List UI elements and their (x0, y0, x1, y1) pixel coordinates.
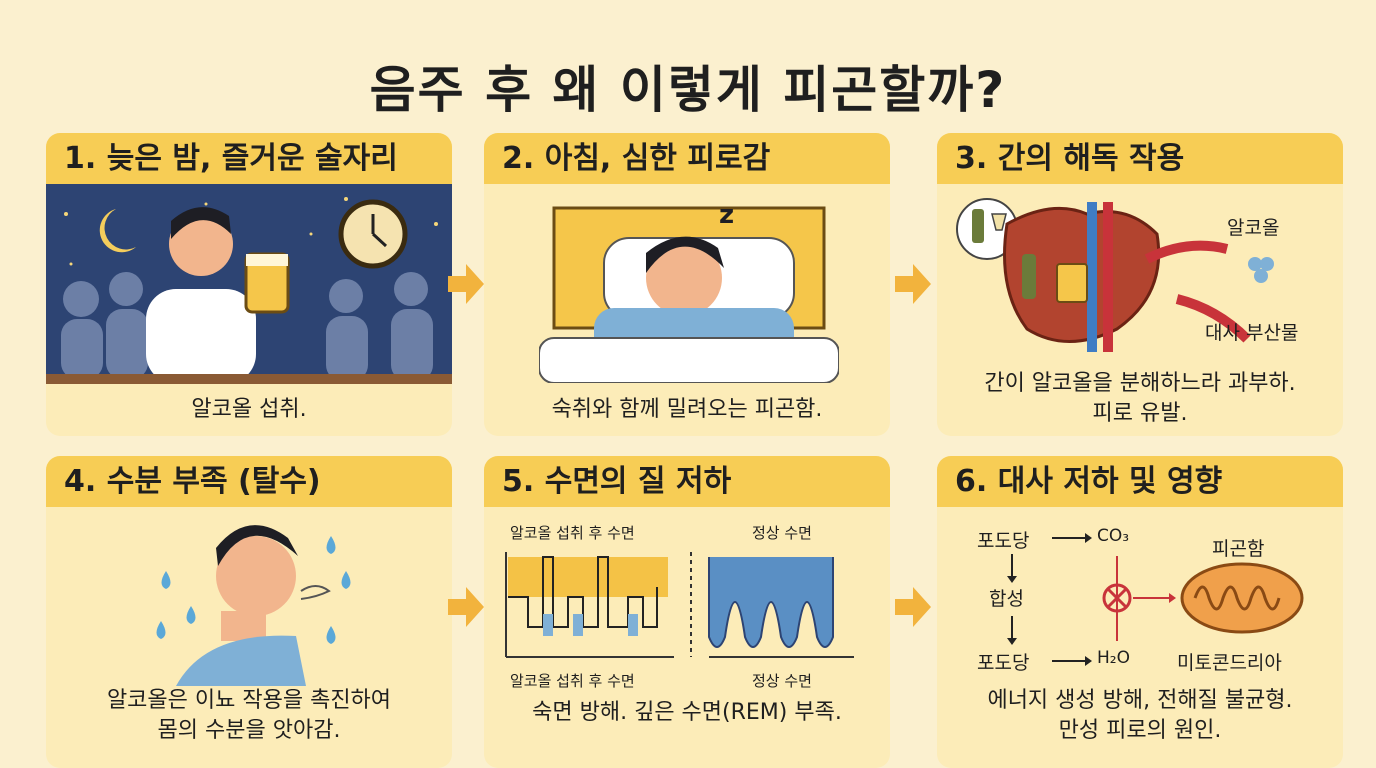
glucose-bottom-label: 포도당 (977, 652, 1030, 674)
beer-mug-icon (1056, 263, 1088, 303)
zzz-icon: z (719, 200, 734, 230)
arrow-right-icon (895, 264, 931, 304)
panel-5-sleep-quality: 5. 수면의 질 저하 알코올 섭취 후 수면 정상 수면 알코올 섭취 후 수… (484, 456, 890, 768)
dehydrated-man-illustration (156, 525, 351, 686)
h2o-label: H₂O (1097, 648, 1130, 668)
panel-6-heading: 6. 대사 저하 및 영향 (937, 456, 1343, 507)
water-drop-icon (341, 571, 351, 589)
sleep-pattern-illustration (505, 552, 854, 658)
metabolism-diagram (1007, 533, 1304, 666)
bottle-icon (972, 209, 984, 243)
mitochondria-label: 미토콘드리아 (1177, 652, 1282, 674)
panel-5-heading: 5. 수면의 질 저하 (484, 456, 890, 507)
alcohol-sleep-label-bottom: 알코올 섭취 후 수면 (510, 672, 635, 690)
alcohol-sleep-label-top: 알코올 섭취 후 수면 (510, 524, 635, 542)
byproduct-label: 대사 부산물 (1205, 322, 1299, 344)
water-drop-icon (326, 536, 336, 554)
panel-4-caption-line-1: 알코올은 이뇨 작용을 촉진하여 (106, 688, 392, 713)
panel-1-drinking-night: 1. 늦은 밤, 즐거운 술자리 알코올 섭취. (46, 133, 452, 436)
normal-sleep-label-top: 정상 수면 (752, 524, 812, 542)
panel-6-caption-line-2: 만성 피로의 원인. (1058, 718, 1222, 743)
arrow-right-icon (448, 587, 484, 627)
panel-2-heading: 2. 아침, 심한 피로감 (484, 133, 890, 184)
panel-3-heading: 3. 간의 해독 작용 (937, 133, 1343, 184)
panel-4-caption-line-2: 몸의 수분을 앗아감. (157, 718, 341, 743)
panel-3-caption-line-2: 피로 유발. (1092, 401, 1188, 426)
normal-sleep-wave (708, 557, 834, 648)
panel-6-caption-line-1: 에너지 생성 방해, 전해질 불균형. (987, 688, 1293, 713)
water-drop-icon (326, 626, 336, 644)
glucose-top-label: 포도당 (977, 530, 1030, 552)
water-drop-icon (161, 571, 171, 589)
panel-4-heading: 4. 수분 부족 (탈수) (46, 456, 452, 507)
alcohol-label: 알코올 (1227, 217, 1280, 239)
clock-icon (338, 199, 408, 269)
panel-3-caption-line-1: 간이 알코올을 분해하느라 과부하. (984, 371, 1296, 396)
co2-label: CO₃ (1097, 526, 1130, 546)
liver-illustration (956, 198, 1274, 352)
panel-1-caption: 알코올 섭취. (191, 397, 307, 422)
tired-man-in-bed-illustration: z (539, 200, 839, 383)
panel-6-metabolism: 6. 대사 저하 및 영향 포도당 CO₃ 합성 포도당 H₂O 피곤함 미토콘… (937, 456, 1343, 768)
normal-sleep-label-bottom: 정상 수면 (752, 672, 812, 690)
arrow-right-icon (448, 264, 484, 304)
water-drop-icon (186, 606, 196, 624)
panel-2-morning-fatigue: 2. 아침, 심한 피로감 z 숙취와 함께 밀려오는 피곤함. (484, 133, 890, 436)
panel-1-heading: 1. 늦은 밤, 즐거운 술자리 (46, 133, 452, 184)
panel-5-caption: 숙면 방해. 깊은 수면(REM) 부족. (532, 700, 842, 725)
mitochondria-icon (1180, 562, 1304, 634)
panel-3-liver-detox: 3. 간의 해독 작용 알코올 대사 부산물 간이 알코올을 분해하느라 과부하… (937, 133, 1343, 436)
night-party-illustration (46, 184, 452, 384)
page-title: 음주 후 왜 이렇게 피곤할까? (369, 61, 1007, 119)
moon-icon (99, 209, 136, 253)
water-drop-icon (156, 621, 166, 639)
panel-2-caption: 숙취와 함께 밀려오는 피곤함. (551, 397, 823, 422)
fatigue-label: 피곤함 (1212, 538, 1265, 560)
panel-4-dehydration: 4. 수분 부족 (탈수) 알코올은 이뇨 작용을 촉진하여 몸의 수분을 앗아… (46, 456, 452, 768)
arrow-right-icon (895, 587, 931, 627)
synthesis-label: 합성 (989, 588, 1024, 610)
blocked-icon (1102, 583, 1132, 613)
bottle-icon (1022, 254, 1036, 299)
